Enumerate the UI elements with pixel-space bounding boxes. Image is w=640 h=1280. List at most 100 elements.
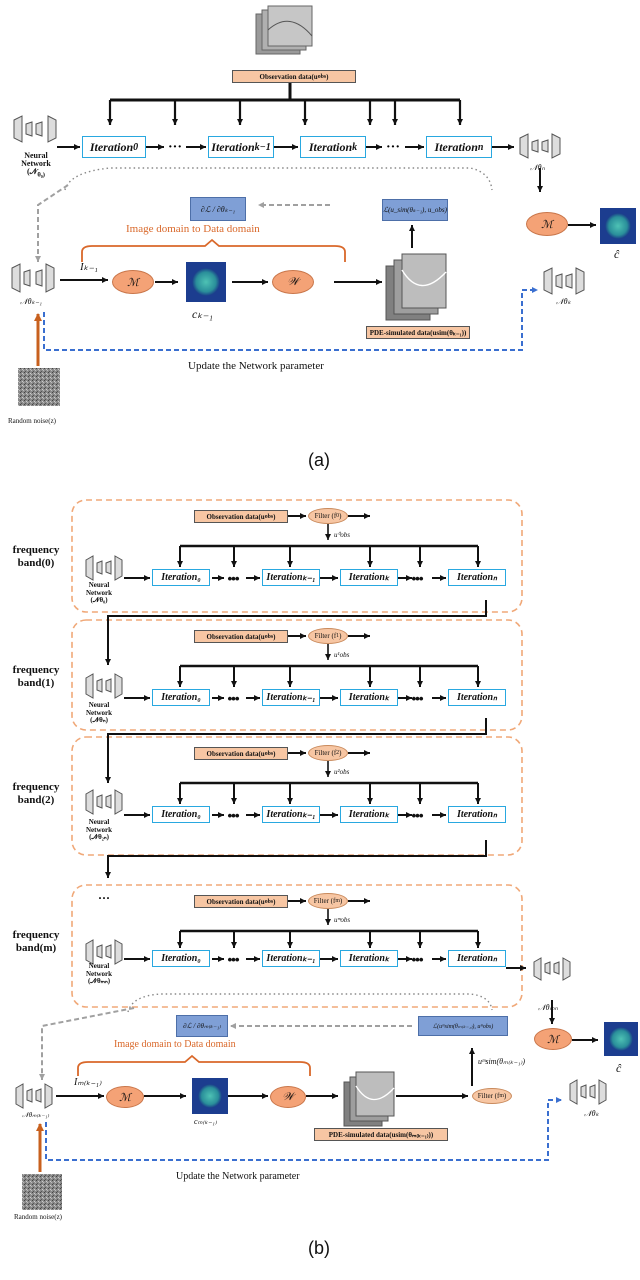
neural-network-out-icon [519,133,561,159]
update-network-label-b: Update the Network parameter [176,1171,300,1182]
update-network-label: Update the Network parameter [188,360,324,372]
c-hat-label: ĉ [614,247,620,261]
band-3-iteration-0: Iteration₀ [152,950,210,967]
band-1-iteration-3: Iterationₙ [448,689,506,706]
n-theta-mk-label: 𝒩θₘ₍ₖ₋₁₎ [22,1111,50,1119]
band-0-iteration-1: Iterationₖ₋₁ [262,569,320,586]
band-2-dots: ··· [228,810,239,822]
updated-network-icon [543,267,585,295]
band-2-iteration-3: Iterationₙ [448,806,506,823]
random-noise-label: Random noise(z) [8,417,57,425]
n-theta-mn-label: 𝒩θₘₙ [538,1003,558,1012]
gradient-box-b: ∂ℒ / ∂θₘ₍ₖ₋₁₎ [176,1015,228,1037]
band-box-m [71,884,523,1008]
random-noise-image [18,368,60,406]
band-3-iteration-2: Iterationₖ [340,950,398,967]
band-2-iteration-0: Iteration₀ [152,806,210,823]
n-theta-k-label: 𝒩θₖ [556,297,571,306]
band-0-iteration-2: Iterationₖ [340,569,398,586]
n-theta-k-label-b: 𝒩θₖ [584,1109,599,1118]
operator-w-circle: 𝒲 [272,270,314,294]
dots-2: ··· [386,140,400,155]
neural-network-label: Neural Network (𝒩θ₀) [21,151,51,179]
i-k-minus-1-label: Iₖ₋₁ [80,261,98,273]
image-to-data-domain-label-b: Image domain to Data domain [114,1039,236,1050]
loss-box-b: ℒ(uᵐsim(θₘ₍ₖ₋₁₎), uᵐobs) [418,1016,508,1036]
band-u-obs-2: u²obs [334,768,350,776]
band-3-dots: ··· [228,954,239,966]
band-box-1 [71,619,523,731]
u-sim-label: uᵐsim(θₘ₍ₖ₋₁₎) [478,1057,526,1066]
generator-network-icon [11,263,55,293]
random-noise-image-b [22,1174,62,1210]
dots-1: ··· [168,140,182,155]
panel-b-label: (b) [308,1238,330,1258]
band-0-dots: ··· [412,573,423,585]
band-network-icons [85,555,571,981]
band-2-dots: ··· [412,810,423,822]
band-3-iteration-1: Iterationₖ₋₁ [262,950,320,967]
neural-network-icon [13,115,57,143]
n-theta-k-minus-1-label: 𝒩θₖ₋₁ [20,297,43,306]
band-u-obs-1: u¹obs [334,651,350,659]
band-0-dots: ··· [228,573,239,585]
loss-box: ℒ(u_sim(θₖ₋₁), u_obs) [382,199,448,221]
band-3-iteration-3: Iterationₙ [448,950,506,967]
band-3-dots: ··· [412,954,423,966]
operator-w-circle-b: 𝒲 [270,1086,306,1108]
band-box-2 [71,736,523,856]
band-2-iteration-1: Iterationₖ₋₁ [262,806,320,823]
seismic-data-image [255,5,313,55]
c-hat-label-b: ĉ [616,1061,622,1075]
image-to-data-domain-label: Image domain to Data domain [126,223,260,235]
band-u-obs-0: u⁰obs [334,531,351,539]
panel-a-label: (a) [308,450,330,470]
band-0-iteration-0: Iteration₀ [152,569,210,586]
i-mk-label: Iₘ₍ₖ₋₁₎ [74,1077,102,1088]
band-u-obs-3: uᵐobs [334,916,351,924]
n-theta-n-label: 𝒩θₙ [530,163,545,172]
c-k-minus-1-label: cₖ₋₁ [192,307,213,321]
generator-network-icon-b [15,1083,53,1109]
gradient-box: ∂ℒ / ∂θₖ₋₁ [190,197,246,221]
pde-simulated-image [385,253,447,321]
band-1-iteration-2: Iterationₖ [340,689,398,706]
band-ellipsis: ··· [98,891,110,905]
band-1-iteration-1: Iterationₖ₋₁ [262,689,320,706]
updated-network-icon-b [569,1079,607,1105]
band-1-dots: ··· [412,693,423,705]
band-0-iteration-3: Iterationₙ [448,569,506,586]
band-2-iteration-2: Iterationₖ [340,806,398,823]
operator-m-circle-right-b: ℳ [534,1028,572,1050]
operator-m-circle-right: ℳ [526,212,568,236]
random-noise-label-b: Random noise(z) [14,1213,63,1221]
pde-simulated-image-b [343,1071,395,1127]
band-1-dots: ··· [228,693,239,705]
band-1-iteration-0: Iteration₀ [152,689,210,706]
c-mk-label: cₘ₍ₖ₋₁₎ [194,1117,217,1126]
